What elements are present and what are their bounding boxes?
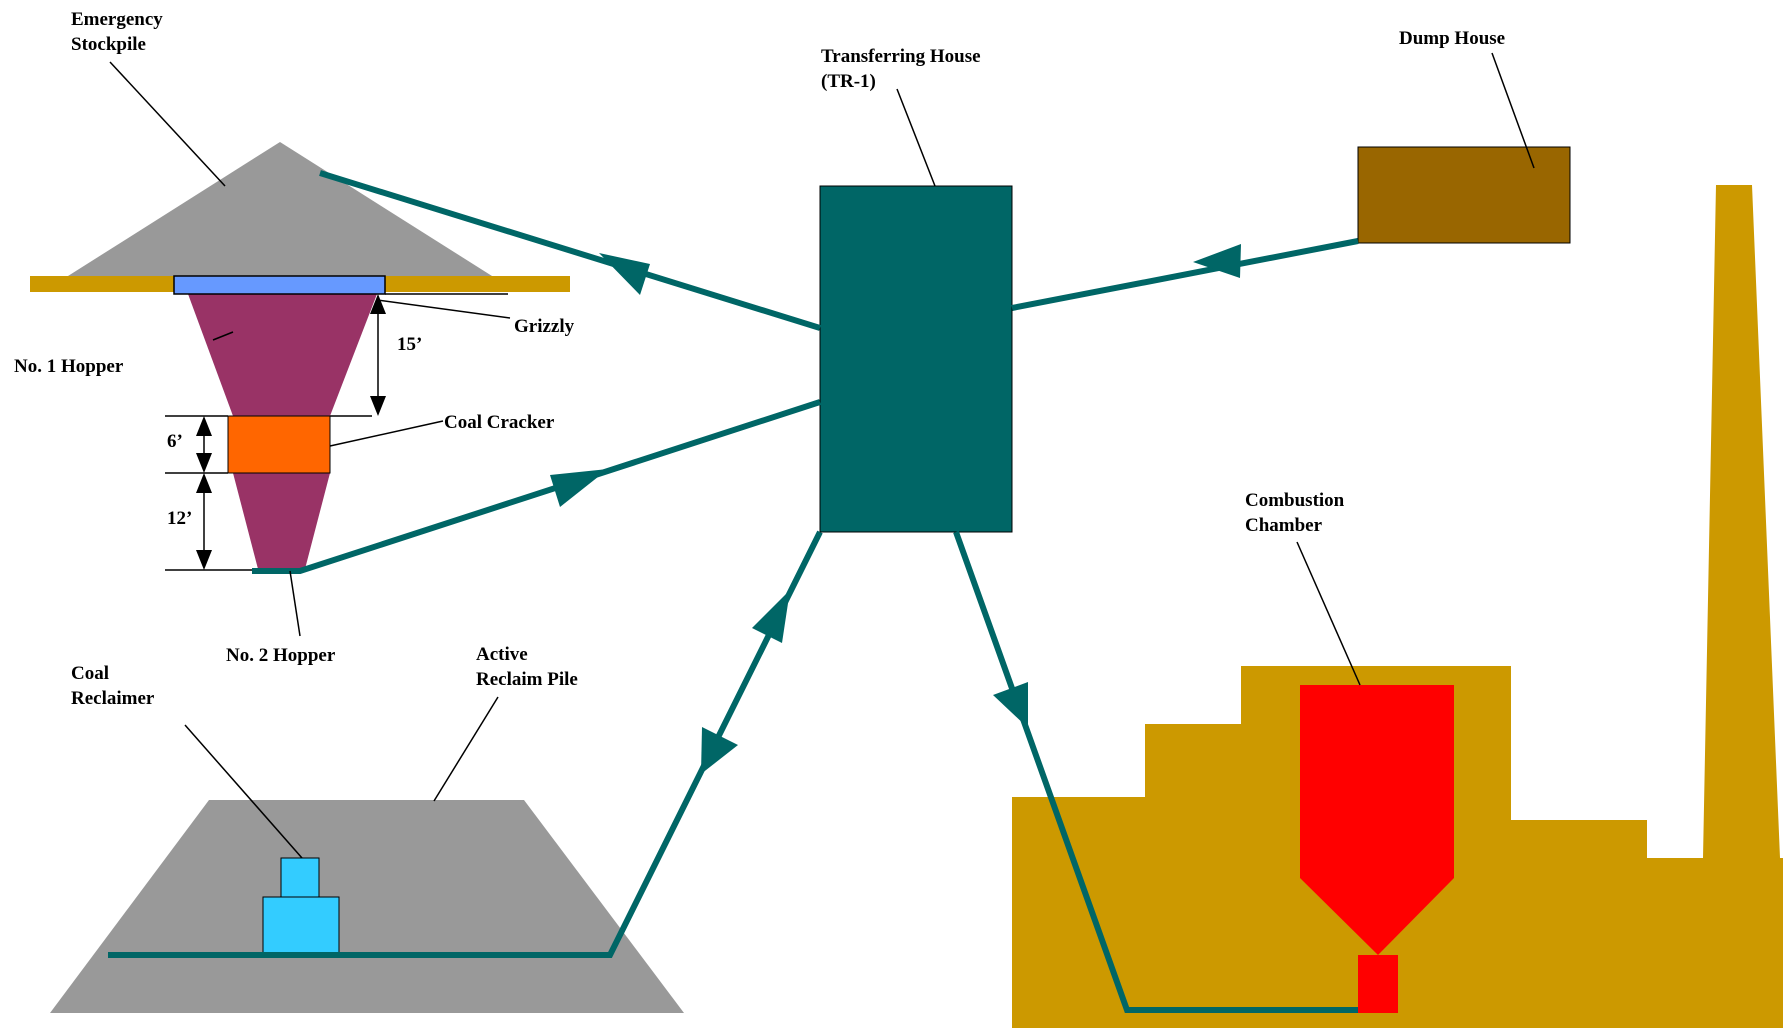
no1-hopper xyxy=(188,294,377,416)
no2-hopper xyxy=(233,473,330,569)
flow-arrow-from-hopper xyxy=(550,469,608,507)
conveyor-transfer-reclaim xyxy=(108,530,823,958)
label-grizzly: Grizzly xyxy=(514,316,575,337)
flow-arrow-from-dump xyxy=(1193,244,1241,278)
grizzly xyxy=(173,275,386,295)
label-dump-house: Dump House xyxy=(1399,28,1505,49)
label-dimension-12ft: 12’ xyxy=(167,508,192,529)
label-coal-cracker: Coal Cracker xyxy=(444,412,555,433)
label-combustion-chamber-line1: Combustion xyxy=(1245,490,1345,511)
conveyor-dump-to-transfer xyxy=(1011,238,1359,311)
power-plant-building xyxy=(1012,185,1783,1028)
transferring-house-tr1 xyxy=(819,185,1013,533)
coal-cracker xyxy=(227,415,331,474)
label-coal-reclaimer-line2: Reclaimer xyxy=(71,688,155,709)
flow-arrow-down-to-reclaim xyxy=(701,727,738,774)
label-emergency-stockpile-line2: Stockpile xyxy=(71,34,146,55)
label-no2-hopper: No. 2 Hopper xyxy=(226,645,336,666)
label-dimension-6ft: 6’ xyxy=(167,431,183,452)
conveyor-transfer-to-plant xyxy=(953,530,1358,1013)
conveyors xyxy=(108,170,1359,1013)
label-emergency-stockpile-line1: Emergency xyxy=(71,9,163,30)
label-combustion-chamber-line2: Chamber xyxy=(1245,515,1323,536)
label-no1-hopper: No. 1 Hopper xyxy=(14,356,124,377)
label-dimension-15ft: 15’ xyxy=(397,334,422,355)
flow-arrow-up-to-transfer xyxy=(752,590,790,643)
dump-house xyxy=(1357,146,1571,244)
label-coal-reclaimer-line1: Coal xyxy=(71,663,109,684)
emergency-stockpile xyxy=(68,142,492,276)
dimension-lines xyxy=(165,293,508,571)
label-transferring-house-line2: (TR-1) xyxy=(821,71,876,92)
active-reclaim-pile xyxy=(50,800,684,1013)
conveyor-hopper-to-transfer xyxy=(252,399,821,574)
flow-arrow-down-to-plant xyxy=(993,682,1028,728)
label-transferring-house-line1: Transferring House xyxy=(821,46,981,67)
label-active-reclaim-pile-line1: Active xyxy=(476,644,528,665)
flow-arrows xyxy=(550,244,1241,774)
label-active-reclaim-pile-line2: Reclaim Pile xyxy=(476,669,578,690)
coal-reclaimer-top xyxy=(280,857,320,898)
flow-arrow-to-stockpile xyxy=(599,253,650,295)
leader-lines xyxy=(109,52,1535,859)
combustion-chamber xyxy=(1300,685,1454,955)
coal-reclaimer-body xyxy=(262,896,340,955)
combustion-chamber-outlet xyxy=(1358,955,1398,1013)
conveyor-transfer-to-stockpile xyxy=(319,170,821,331)
